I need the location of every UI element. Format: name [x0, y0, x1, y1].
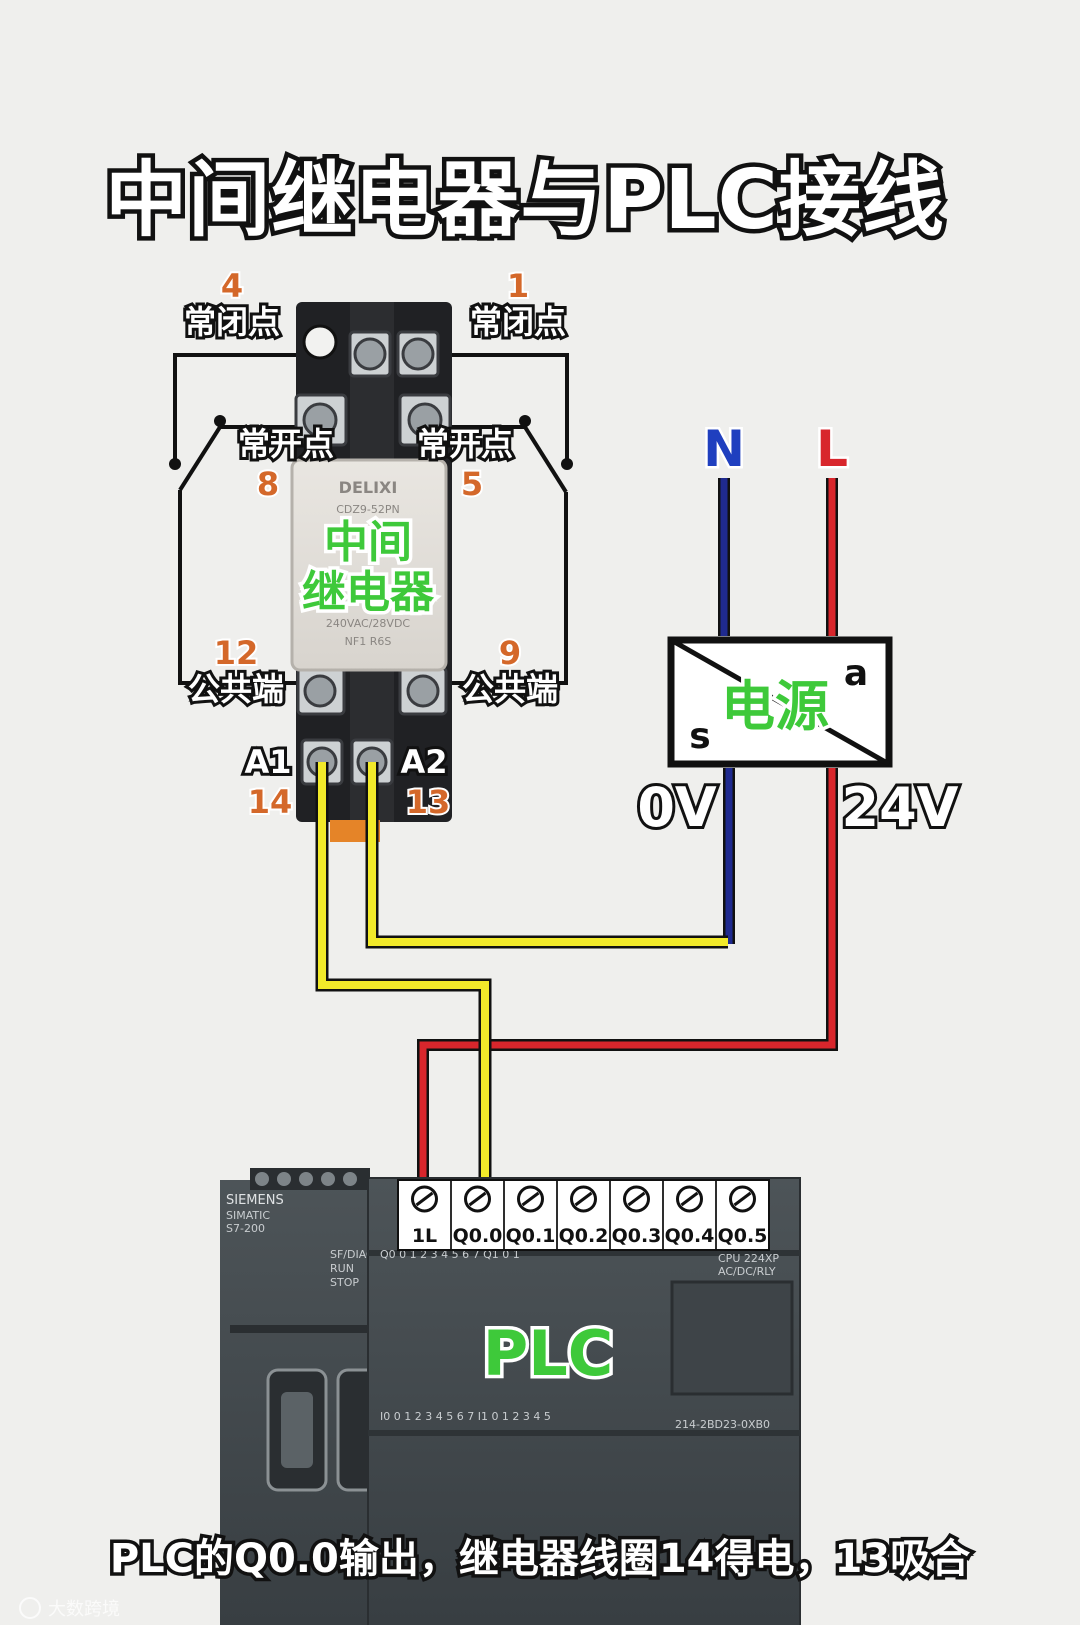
- relay-model: CDZ9-52PN: [336, 503, 400, 516]
- diagram-title: 中间继电器与PLC接线: [105, 153, 945, 248]
- watermark: 大数跨境: [19, 1597, 120, 1620]
- neutral-label: N: [703, 420, 745, 478]
- pin-14: 14: [248, 783, 293, 821]
- com-label-left: 公共端: [188, 670, 284, 708]
- plc-terminal-screw-slot: [680, 1191, 699, 1207]
- wires: [315, 478, 838, 1200]
- contact-dots: [169, 415, 573, 470]
- plc-name: PLC: [483, 1317, 613, 1390]
- pin-13: 13: [406, 783, 451, 821]
- coil-label-a1: A1: [244, 743, 291, 781]
- plc-terminal-label: Q0.5: [718, 1225, 768, 1247]
- no-label-left: 常开点: [238, 425, 334, 463]
- plc-terminal-cell: [715, 1179, 770, 1251]
- plc-terminal-label: Q0.3: [612, 1225, 662, 1247]
- caption: PLC的Q0.0输出，继电器线圈14得电，13吸合: [110, 1536, 970, 1582]
- watermark-logo-icon: [19, 1597, 41, 1619]
- pin-12: 12: [214, 634, 259, 672]
- power-s-label: s: [689, 716, 710, 757]
- plc-status-run: RUN: [330, 1262, 354, 1275]
- plc-terminal-screw-slot: [733, 1191, 752, 1207]
- pin-9: 9: [499, 634, 521, 672]
- power-a-label: a: [844, 653, 868, 694]
- power-name: 电源: [721, 675, 829, 738]
- plc-terminal-label: Q0.4: [665, 1225, 715, 1247]
- plc-series-line1: SIMATIC: [226, 1209, 270, 1222]
- pin-4: 4: [221, 267, 243, 305]
- plc-terminal-screw-slot: [521, 1191, 540, 1207]
- plc-unit: SIEMENS SIMATIC S7-200 SF/DIAG RUN STOP …: [220, 1168, 801, 1625]
- nc-label-left: 常闭点: [184, 303, 280, 341]
- plc-io-legend-bottom: I0 0 1 2 3 4 5 6 7 I1 0 1 2 3 4 5: [380, 1410, 551, 1423]
- plc-terminal-label: Q0.0: [453, 1225, 503, 1247]
- plc-terminal-label: Q0.1: [506, 1225, 556, 1247]
- relay-spec2: NF1 R6S: [345, 635, 392, 648]
- plc-series-line2: S7-200: [226, 1222, 265, 1235]
- coil-label-a2: A2: [400, 743, 447, 781]
- pin-8: 8: [257, 465, 279, 503]
- plc-status-sf: SF/DIAG: [330, 1248, 375, 1261]
- plc-brand: SIEMENS: [226, 1193, 284, 1208]
- plc-terminal-screw-slot: [574, 1191, 593, 1207]
- pin-1: 1: [507, 267, 529, 305]
- plc-comm-ports: [266, 1368, 380, 1492]
- plc-part-no: 214-2BD23-0XB0: [675, 1418, 770, 1431]
- relay-labels: 4 常闭点 1 常闭点 常开点 8 常开点 5 12 公共端 9 公共端 A1 …: [181, 265, 569, 823]
- voltage-24v: 24V: [842, 776, 959, 839]
- relay-label-line2: 继电器: [302, 567, 435, 618]
- watermark-text: 大数跨境: [48, 1599, 120, 1620]
- power-supply: 电源 a s: [667, 636, 893, 768]
- no-label-right: 常开点: [417, 425, 513, 463]
- plc-status-stop: STOP: [330, 1276, 359, 1289]
- plc-terminal-screw-slot: [415, 1191, 434, 1207]
- plc-terminal-screw-slot: [468, 1191, 487, 1207]
- pin-5: 5: [461, 465, 483, 503]
- relay-screw-terminals: [294, 330, 452, 786]
- plc-cpu: CPU 224XP: [718, 1252, 779, 1265]
- nc-label-right: 常闭点: [470, 303, 566, 341]
- line-label: L: [816, 420, 848, 478]
- plc-terminal-label: Q0.2: [559, 1225, 609, 1247]
- plc-terminal-screw-slot: [627, 1191, 646, 1207]
- relay-brand: DELIXI: [339, 478, 398, 497]
- plc-cpu-type: AC/DC/RLY: [718, 1265, 776, 1278]
- relay-spec: 240VAC/28VDC: [326, 617, 411, 630]
- com-label-right: 公共端: [462, 670, 558, 708]
- mount-hole: [302, 324, 338, 360]
- plc-terminal-label: 1L: [412, 1225, 437, 1247]
- plc-io-legend-top: Q0 0 1 2 3 4 5 6 7 Q1 0 1: [380, 1248, 520, 1261]
- relay-label-line1: 中间: [324, 517, 412, 568]
- voltage-0v: 0V: [637, 776, 717, 839]
- relay-body: DELIXI CDZ9-52PN 中间 继电器 240VAC/28VDC NF1…: [290, 458, 448, 672]
